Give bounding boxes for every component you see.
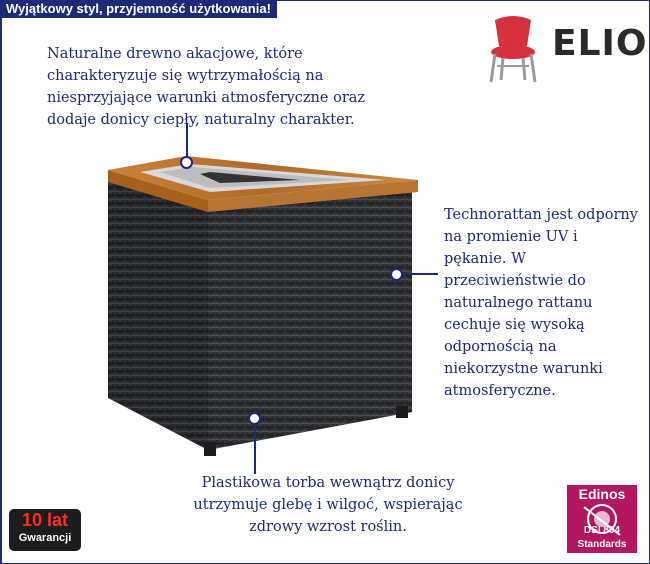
certificate-name: Edinos bbox=[578, 486, 626, 502]
callout-rattan-text: Technorattan jest odporny na promienie U… bbox=[444, 207, 638, 399]
callout-wood-line bbox=[186, 123, 188, 157]
planter-illustration bbox=[108, 156, 418, 456]
callout-bag-text: Plastikowa torba wewnątrz donicy utrzymu… bbox=[193, 475, 463, 535]
brand-logo-text: ELIOR bbox=[552, 23, 650, 64]
certificate-seal-icon bbox=[583, 504, 621, 536]
chair-logo-icon bbox=[489, 16, 537, 83]
callout-rattan-line bbox=[400, 273, 438, 275]
callout-bag-marker bbox=[248, 412, 261, 425]
certificate-code: DSI 804 bbox=[583, 525, 621, 536]
certificate-badge: Edinos DSI 804 Standards bbox=[567, 485, 637, 553]
warranty-years: 10 lat bbox=[21, 510, 69, 530]
callout-wood-text: Naturalne drewno akacjowe, które charakt… bbox=[47, 46, 366, 128]
callout-bag-line bbox=[254, 424, 256, 474]
banner-title: Wyjątkowy styl, przyjemność użytkowania! bbox=[0, 0, 277, 18]
callout-wood-marker bbox=[180, 156, 193, 169]
warranty-label: Gwarancji bbox=[18, 532, 72, 544]
certificate-label: Standards bbox=[577, 539, 627, 550]
warranty-badge: 10 lat Gwarancji bbox=[9, 509, 81, 551]
callout-rattan-marker bbox=[390, 268, 403, 281]
left-border bbox=[0, 18, 2, 564]
